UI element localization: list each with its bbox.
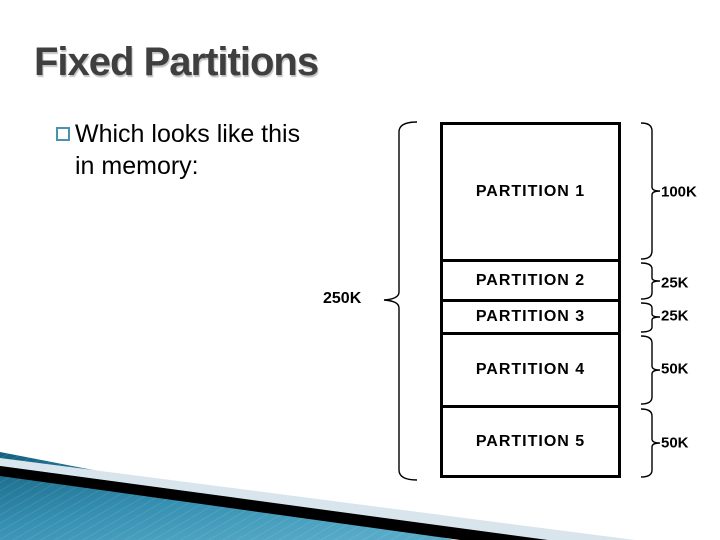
partition-row: PARTITION 4 bbox=[443, 332, 618, 405]
size-label: 25K bbox=[661, 307, 689, 325]
partition-row: PARTITION 5 bbox=[443, 405, 618, 475]
corner-decoration bbox=[0, 452, 635, 540]
size-label: 25K bbox=[661, 274, 689, 292]
size-label: 100K bbox=[661, 183, 697, 201]
partition-label: PARTITION 1 bbox=[475, 183, 586, 200]
memory-diagram: PARTITION 1 PARTITION 2 PARTITION 3 PART… bbox=[440, 122, 621, 478]
partition-row: PARTITION 1 bbox=[443, 125, 618, 259]
deco-black-ribbon bbox=[0, 466, 548, 540]
right-braces bbox=[640, 122, 661, 478]
bullet-square-icon bbox=[56, 127, 70, 141]
size-label: 50K bbox=[661, 360, 689, 378]
partition-label: PARTITION 3 bbox=[475, 308, 586, 325]
total-size-label: 250K bbox=[323, 290, 362, 307]
bullet-item: Which looks like this in memory: bbox=[56, 118, 300, 182]
bullet-text: Which looks like this in memory: bbox=[75, 118, 300, 182]
size-label: 50K bbox=[661, 434, 689, 452]
slide-title: Fixed Partitions bbox=[34, 40, 319, 84]
left-brace bbox=[383, 121, 418, 481]
partition-label: PARTITION 4 bbox=[475, 361, 586, 378]
bullet-text-line2: in memory: bbox=[75, 152, 199, 180]
bullet-text-line1: Which looks like this bbox=[75, 120, 301, 148]
partition-label: PARTITION 2 bbox=[475, 271, 586, 289]
partition-row: PARTITION 2 bbox=[443, 259, 618, 299]
partition-row: PARTITION 3 bbox=[443, 299, 618, 332]
partition-label: PARTITION 5 bbox=[475, 432, 586, 450]
deco-pale-ribbon bbox=[0, 458, 635, 540]
